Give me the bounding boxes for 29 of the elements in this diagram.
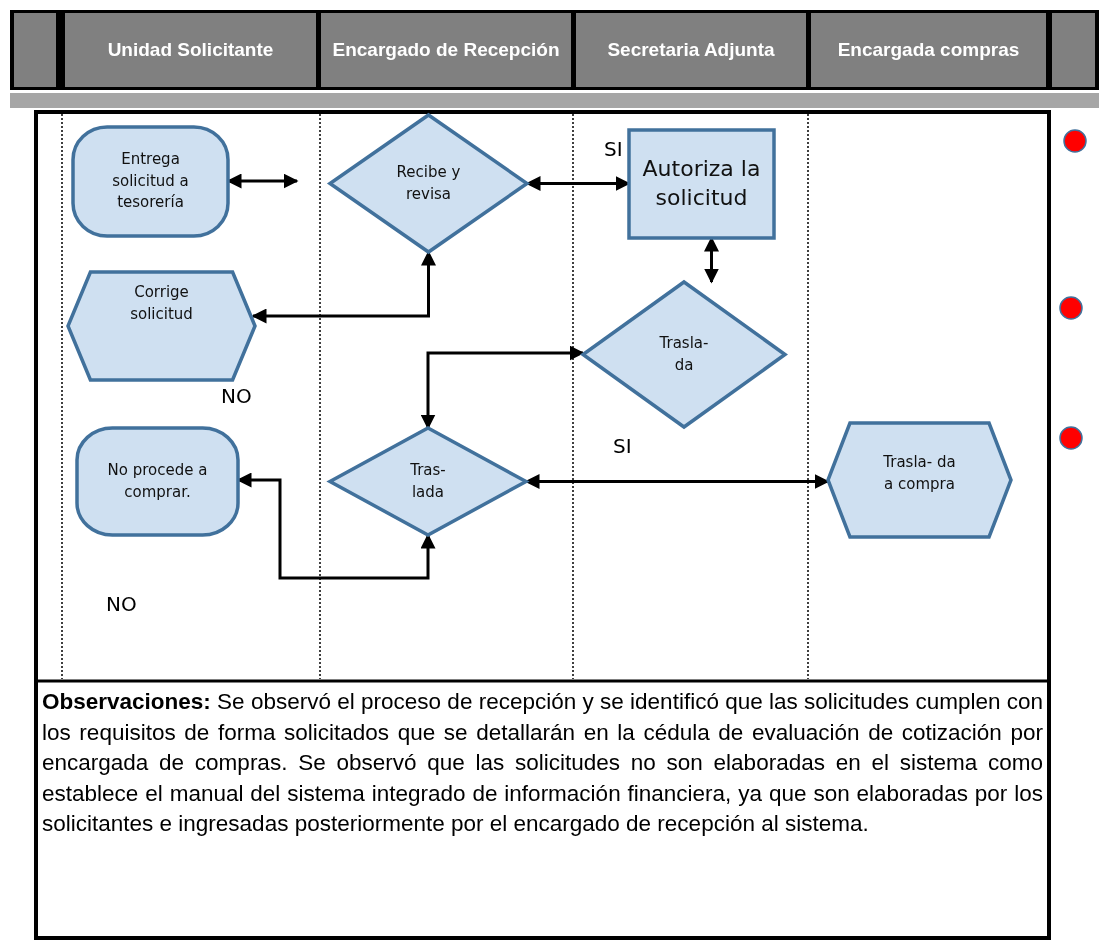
branch-label: NO: [106, 592, 137, 616]
preparation-hexagon: [828, 423, 1011, 537]
node-label: Trasla- da a compra: [882, 452, 957, 495]
notes-text: Observaciones: Se observó el proceso de recepción y se identificó que las solicitudes cumplen con los requisitos de forma solicitados que se detallarán en la cédula de evaluación de cotización por encargada de compras. Se observó que las solicitudes no son elaboradas en el sistema como establece el manual del sistema integrado de información financiera, ya que son elaboradas por los solicitantes e ingresadas posteriormente por el encargado de recepción al sistema.: [41, 688, 1044, 838]
lane-title: Unidad Solicitante: [106, 37, 275, 62]
lane-header: [318, 10, 574, 90]
terminal-shape: [77, 428, 238, 535]
lane-title: Secretaria Adjunta: [606, 37, 776, 62]
process-box: [629, 130, 774, 238]
branch-label: SI: [604, 137, 623, 161]
node-label: Trasla- da: [658, 332, 710, 376]
arrow: [420, 345, 585, 430]
lane-header: [62, 10, 319, 90]
preparation-hexagon: [68, 272, 255, 380]
lane-header: [808, 10, 1049, 90]
node-label: Entrega solicitud a tesorería: [111, 148, 190, 214]
decision-diamond: [330, 115, 527, 252]
lane-title: Encargada compras: [836, 37, 1021, 62]
lane-header: [573, 10, 809, 90]
terminal-shape: [73, 127, 228, 236]
node-label: Corrige solicitud: [129, 282, 194, 325]
lane-title: Encargado de Recepción: [331, 37, 561, 62]
branch-label: NO: [221, 384, 252, 408]
branch-label: SI: [613, 434, 632, 458]
node-label: No procede a comprar.: [106, 459, 209, 503]
arrow: [251, 250, 436, 324]
decision-diamond: [583, 282, 785, 427]
node-label: Autoriza la solicitud: [641, 155, 762, 212]
node-label: Recibe y revisa: [395, 161, 462, 205]
